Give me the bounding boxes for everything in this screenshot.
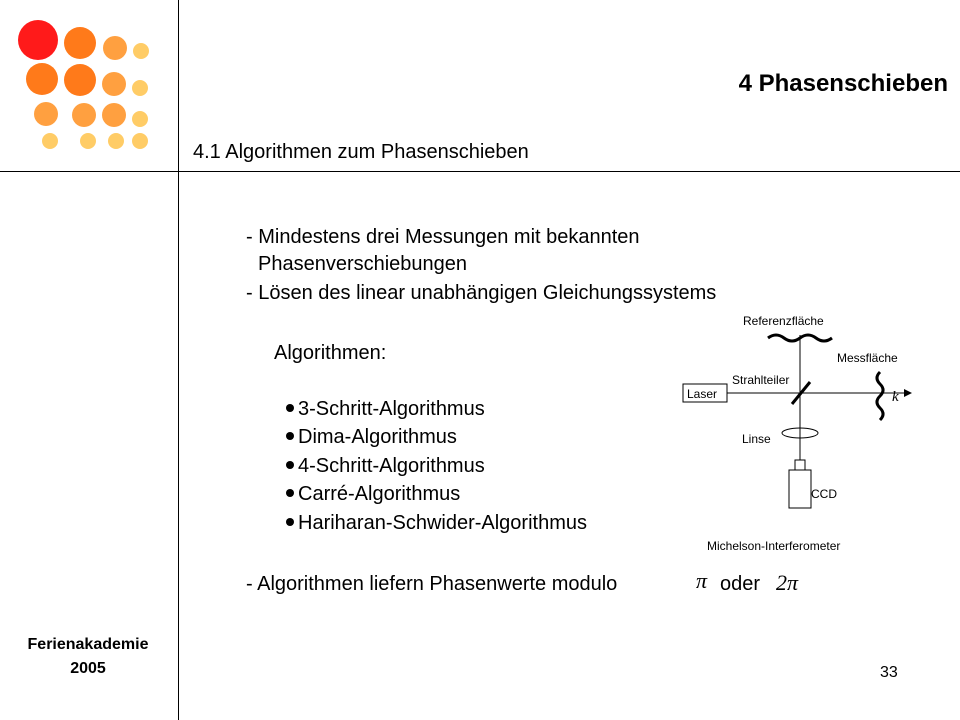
dot — [72, 103, 96, 127]
label-referenzflaeche: Referenzfläche — [743, 314, 824, 328]
decorative-dots — [18, 20, 149, 149]
dot — [132, 133, 148, 149]
beamsplitter-mirror — [790, 381, 812, 405]
dot — [103, 36, 127, 60]
dot — [102, 103, 126, 127]
list-item-label: 3-Schritt-Algorithmus — [298, 398, 485, 420]
dot — [18, 20, 58, 60]
slide-subtitle: 4.1 Algorithmen zum Phasenschieben — [193, 141, 529, 163]
text-line-2: Phasenverschiebungen — [258, 253, 468, 275]
dot — [80, 133, 96, 149]
list-item: Hariharan-Schwider-Algorithmus — [286, 512, 587, 535]
dot — [42, 133, 58, 149]
bullet-icon — [286, 403, 294, 412]
arrow-icon — [904, 389, 912, 397]
dot — [108, 133, 124, 149]
bullet-icon — [286, 488, 294, 497]
dot — [64, 64, 96, 96]
lens-shape — [781, 427, 819, 439]
text-line-1: - Mindestens drei Messungen mit bekannte… — [246, 226, 640, 248]
dot — [133, 43, 149, 59]
bullet-icon — [286, 517, 294, 526]
slide-title: 4 Phasenschieben — [738, 70, 948, 97]
list-item-label: Hariharan-Schwider-Algorithmus — [298, 512, 587, 534]
pi-symbol: π — [696, 568, 708, 593]
label-messflaeche: Messfläche — [837, 351, 898, 365]
conclusion-or: oder — [720, 573, 761, 595]
michelson-diagram: Referenzfläche Messfläche Strahlteiler L… — [682, 314, 912, 553]
dot — [132, 80, 148, 96]
dot — [26, 63, 58, 95]
list-item: 3-Schritt-Algorithmus — [286, 398, 485, 421]
dot — [132, 111, 148, 127]
list-item-label: Carré-Algorithmus — [298, 483, 461, 505]
text-line-3: - Lösen des linear unabhängigen Gleichun… — [246, 282, 717, 304]
bullet-icon — [286, 431, 294, 440]
list-item: Carré-Algorithmus — [286, 483, 460, 506]
page-number: 33 — [880, 664, 898, 681]
list-item-label: 4-Schritt-Algorithmus — [298, 455, 485, 477]
measure-surface-wave — [875, 370, 885, 422]
ccd-sensor — [788, 459, 812, 509]
list-item-label: Dima-Algorithmus — [298, 426, 457, 448]
vertical-divider — [178, 0, 179, 720]
diagram-caption: Michelson-Interferometer — [707, 539, 840, 553]
label-ccd: CCD — [811, 487, 837, 501]
list-item: 4-Schritt-Algorithmus — [286, 455, 485, 478]
label-laser: Laser — [687, 387, 717, 401]
label-linse: Linse — [742, 432, 771, 446]
algorithms-heading: Algorithmen: — [274, 342, 387, 364]
label-strahlteiler: Strahlteiler — [732, 373, 789, 387]
dot — [34, 102, 58, 126]
laser-box: Laser — [682, 383, 728, 403]
footer-org: Ferienakademie 2005 — [0, 633, 176, 681]
footer-line-1: Ferienakademie — [27, 636, 149, 653]
horizontal-divider — [0, 171, 960, 172]
dot — [102, 72, 126, 96]
bullet-icon — [286, 460, 294, 469]
label-k-vector: k — [892, 389, 899, 405]
list-item: Dima-Algorithmus — [286, 426, 457, 449]
dot — [64, 27, 96, 59]
conclusion-text: - Algorithmen liefern Phasenwerte modulo — [246, 573, 618, 595]
footer-line-2: 2005 — [70, 660, 106, 677]
two-pi-symbol: 2π — [776, 570, 799, 595]
